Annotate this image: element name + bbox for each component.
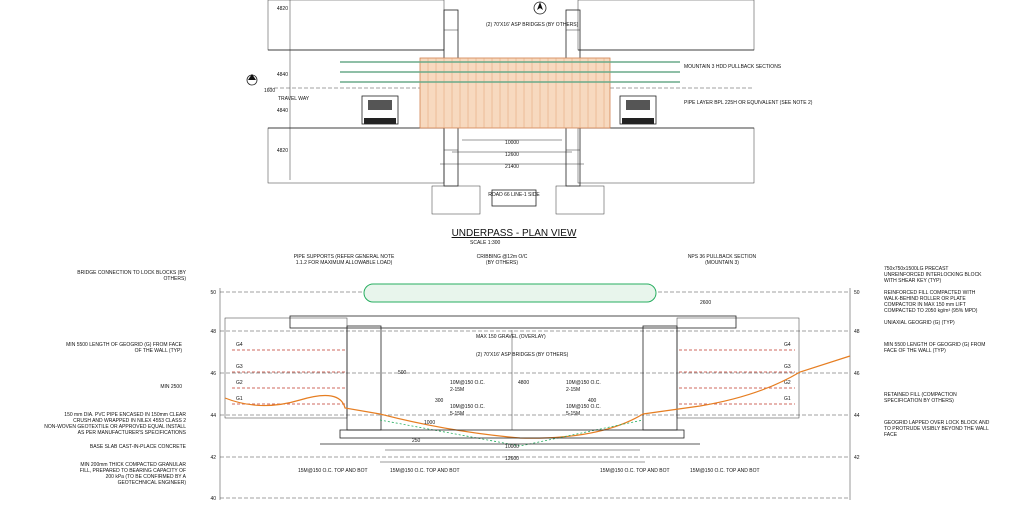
- rebar-note: 5-15M: [450, 411, 464, 417]
- elevation-label: 50: [210, 290, 216, 296]
- bottom-rebar-note: 15M@150 O.C. TOP AND BOT: [298, 468, 368, 474]
- geogrid-label: G2: [784, 380, 791, 386]
- cribbing-note: CRIBBING @12m O/C(BY OTHERS): [477, 254, 528, 266]
- nps36-note: NPS 36 PULLBACK SECTION(MOUNTAIN 3): [688, 254, 757, 266]
- bottom-rebar-note: 15M@150 O.C. TOP AND BOT: [390, 468, 460, 474]
- geogrid-label: G2: [236, 380, 243, 386]
- section-dim-2600: 2600: [700, 300, 711, 306]
- elevation-label: 40: [210, 496, 216, 501]
- elevation-label: 48: [854, 329, 860, 335]
- plan-view-scale: SCALE 1:300: [470, 240, 501, 246]
- bottom-rebar-note: 15M@150 O.C. TOP AND BOT: [690, 468, 760, 474]
- lock-block-wall-left: [346, 325, 382, 431]
- geogrid-label: G4: [784, 342, 791, 348]
- elevation-label: 42: [210, 455, 216, 461]
- section-dim-12600: 12600: [505, 456, 519, 462]
- section-dim-10000: 10000: [505, 444, 519, 450]
- section-view: G4 G3 G2 G1 G4 G3 G2 G1 4800 10000 12600…: [210, 283, 860, 502]
- plan-dim: 4820: [277, 148, 288, 154]
- geogrid-label: G1: [784, 396, 791, 402]
- rebar-note: 10M@150 O.C.: [566, 404, 601, 410]
- rebar-note: 2-15M: [450, 387, 464, 393]
- rebar-note: 5-15M: [566, 411, 580, 417]
- uniaxial-geogrid-note: UNIAXIAL GEOGRID (G) (TYP): [884, 320, 955, 326]
- rebar-note: 10M@150 O.C.: [566, 380, 601, 386]
- elevation-label: 44: [210, 413, 216, 419]
- section-dim-250: 250: [412, 438, 421, 444]
- elevation-label: 48: [210, 329, 216, 335]
- geogrid-label: G1: [236, 396, 243, 402]
- plan-bottom-dim: 21400: [505, 164, 519, 170]
- elevation-label: 46: [210, 371, 216, 377]
- travel-way-label: TRAVEL WAY: [278, 96, 310, 102]
- plan-dim: 4820: [277, 6, 288, 12]
- north-arrow-icon: [533, 1, 547, 15]
- plan-bottom-dim: 10000: [505, 140, 519, 146]
- bridge-deck: [289, 315, 737, 329]
- section-dim-1000: 1000: [424, 420, 435, 426]
- plan-dim-1600: 1600: [264, 88, 275, 94]
- geogrid-label: G3: [236, 364, 243, 370]
- rebar-note: 10M@150 O.C.: [450, 380, 485, 386]
- pipe-layer-note: PIPE LAYER BPL 225H OR EQUIVALENT (SEE N…: [684, 100, 813, 106]
- gravel-note: MAX 150 GRAVEL (OVERLAY): [476, 334, 546, 340]
- elevation-label: 50: [854, 290, 860, 296]
- elevation-label: 46: [854, 371, 860, 377]
- bridges-note: (2) 70'X16' ASP BRIDGES (BY OTHERS): [476, 352, 569, 358]
- road-label-box: [491, 189, 537, 207]
- plan-dim: 4840: [277, 72, 288, 78]
- plan-bottom-dim: 12600: [505, 152, 519, 158]
- nps36-pipe: [363, 283, 657, 303]
- mountain3-note: MOUNTAIN 3 HDD PULLBACK SECTIONS: [684, 64, 782, 70]
- geogrid-length-note: MIN 5500 LENGTH OF GEOGRID (G) FROM FACE…: [66, 342, 183, 354]
- lock-block-wall-right: [642, 325, 678, 431]
- base-slab-note: BASE SLAB CAST-IN-PLACE CONCRETE: [90, 444, 187, 450]
- min-2500-note: MIN 2500: [160, 384, 182, 390]
- geogrid-label: G3: [784, 364, 791, 370]
- road-label: ROAD 66 LINE-1 SIDE: [488, 192, 540, 198]
- geogrid-label: G4: [236, 342, 243, 348]
- section-dim-400: 400: [588, 398, 597, 404]
- section-dim-300: 300: [435, 398, 444, 404]
- section-dim-500: 500: [398, 370, 407, 376]
- elevation-label: 44: [854, 413, 860, 419]
- asp-bridges-note: (2) 70'X16' ASP BRIDGES (BY OTHERS): [486, 22, 579, 28]
- plan-view: ROAD 66 LINE-1 SIDE 4820 4840 4840 4820 …: [246, 0, 813, 215]
- bottom-rebar-note: 15M@150 O.C. TOP AND BOT: [600, 468, 670, 474]
- pipe-layer-right: [619, 95, 657, 125]
- pvc-pipe-note: 150 mm DIA. PVC PIPE ENCASED IN 150mm CL…: [44, 412, 186, 436]
- elevation-label: 42: [854, 455, 860, 461]
- rebar-note: 2-15M: [566, 387, 580, 393]
- pipe-layer-left: [361, 95, 399, 125]
- rebar-note: 10M@150 O.C.: [450, 404, 485, 410]
- section-marker-icon: [246, 74, 258, 86]
- section-dim-4800: 4800: [518, 380, 529, 386]
- pullback-pipes: [340, 61, 680, 83]
- plan-dim: 4840: [277, 108, 288, 114]
- plan-view-title: UNDERPASS - PLAN VIEW: [452, 228, 577, 239]
